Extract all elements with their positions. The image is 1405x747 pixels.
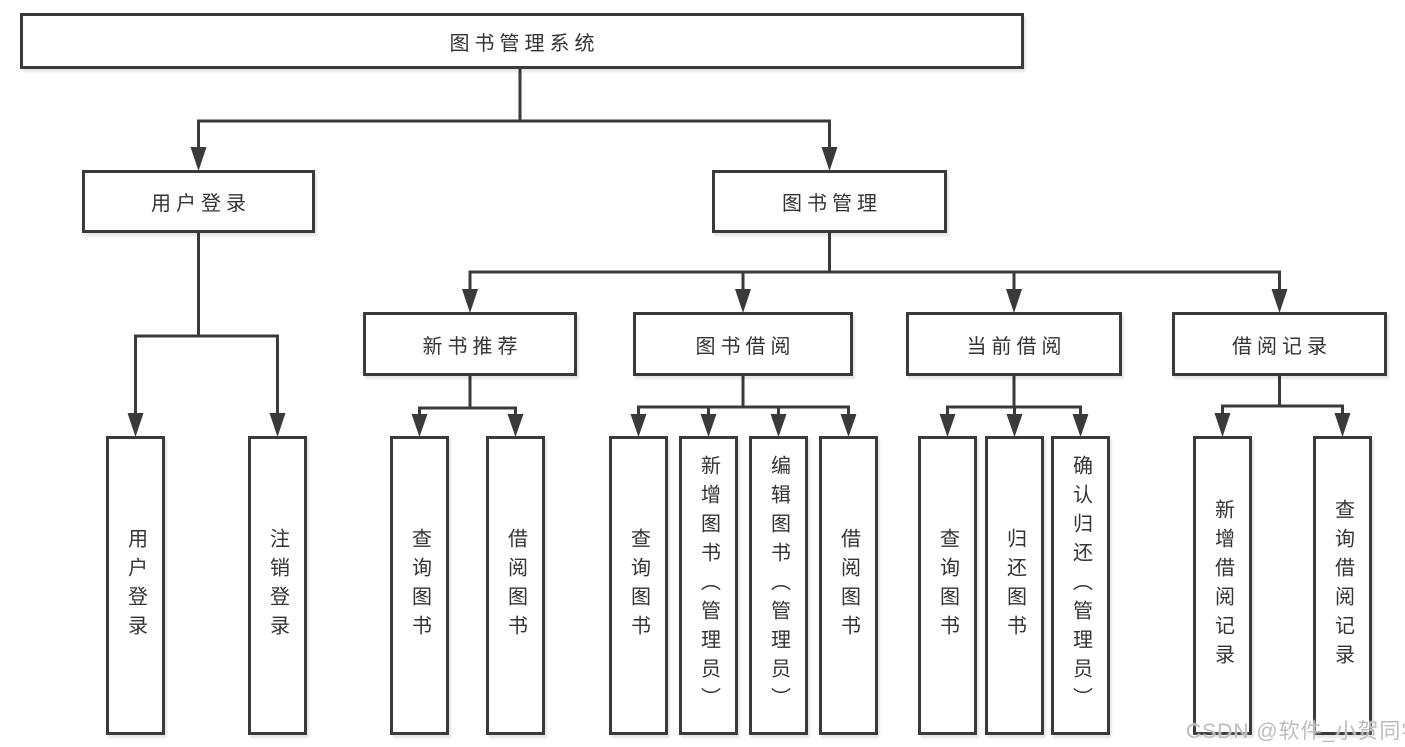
leaf-logout: 注销登录 bbox=[248, 436, 307, 735]
leaf-return-books-label: 归还图书 bbox=[1003, 527, 1026, 644]
node-library-management-system: 图书管理系统 bbox=[20, 13, 1024, 69]
leaf-confirm-return-admin: 确认归还（管理员） bbox=[1051, 436, 1110, 735]
leaf-query-books-borrow: 查询图书 bbox=[609, 436, 668, 735]
leaf-query-borrow-record: 查询借阅记录 bbox=[1313, 436, 1372, 735]
leaf-user-login-label: 用户登录 bbox=[124, 527, 147, 644]
node-new-book-recommendation: 新书推荐 bbox=[363, 312, 577, 376]
leaf-query-books-recommend-label: 查询图书 bbox=[408, 527, 431, 644]
leaf-edit-books-admin: 编辑图书（管理员） bbox=[749, 436, 808, 735]
leaf-query-borrow-record-label: 查询借阅记录 bbox=[1331, 498, 1354, 673]
leaf-add-borrow-record: 新增借阅记录 bbox=[1193, 436, 1252, 735]
leaf-add-books-admin: 新增图书（管理员） bbox=[679, 436, 738, 735]
leaf-borrow-books-recommend: 借阅图书 bbox=[486, 436, 545, 735]
node-current-borrowing: 当前借阅 bbox=[906, 312, 1122, 376]
node-borrowing-records: 借阅记录 bbox=[1172, 312, 1387, 376]
leaf-borrow-books-label: 借阅图书 bbox=[837, 527, 860, 644]
leaf-query-books-current: 查询图书 bbox=[918, 436, 977, 735]
leaf-borrow-books-recommend-label: 借阅图书 bbox=[504, 527, 527, 644]
leaf-borrow-books: 借阅图书 bbox=[819, 436, 878, 735]
leaf-user-login: 用户登录 bbox=[106, 436, 165, 735]
watermark: CSDN @软件_小贺同学 bbox=[1186, 720, 1405, 743]
leaf-query-books-borrow-label: 查询图书 bbox=[627, 527, 650, 644]
leaf-confirm-return-admin-label: 确认归还（管理员） bbox=[1069, 455, 1092, 716]
leaf-logout-label: 注销登录 bbox=[266, 527, 289, 644]
leaf-return-books: 归还图书 bbox=[985, 436, 1044, 735]
leaf-query-books-current-label: 查询图书 bbox=[936, 527, 959, 644]
leaf-add-borrow-record-label: 新增借阅记录 bbox=[1211, 498, 1234, 673]
leaf-query-books-recommend: 查询图书 bbox=[390, 436, 449, 735]
node-book-management: 图书管理 bbox=[712, 170, 947, 233]
leaf-edit-books-admin-label: 编辑图书（管理员） bbox=[767, 455, 790, 716]
leaf-add-books-admin-label: 新增图书（管理员） bbox=[697, 455, 720, 716]
node-user-login: 用户登录 bbox=[82, 170, 315, 233]
node-book-borrowing: 图书借阅 bbox=[633, 312, 853, 376]
